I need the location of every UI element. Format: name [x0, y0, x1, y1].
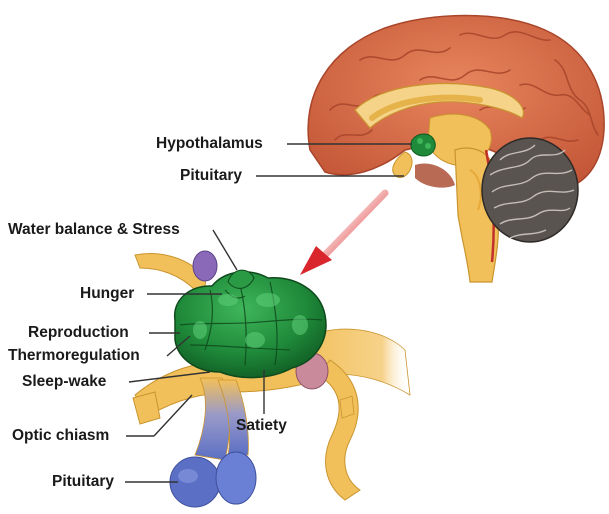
enlarged-hypothalamus	[132, 250, 411, 508]
hypothalamus-nuclei	[174, 271, 327, 379]
label-pituitary-bottom: Pituitary	[52, 473, 115, 490]
right-tract	[299, 328, 411, 396]
label-water-balance: Water balance & Stress	[8, 221, 180, 238]
leader-sleep-wake	[128, 371, 211, 383]
leader-lines	[125, 143, 412, 483]
zoom-arrow	[300, 189, 389, 275]
leader-water-balance	[212, 229, 238, 271]
hypothalamus-small	[410, 133, 436, 157]
label-sleep-wake: Sleep-wake	[22, 373, 107, 390]
optic-chiasm	[132, 391, 161, 425]
label-reproduction: Reproduction	[28, 324, 129, 341]
label-pituitary-top: Pituitary	[180, 167, 243, 184]
pituitary-posterior	[215, 451, 257, 505]
corpus-callosum	[354, 83, 524, 129]
cerebellum	[481, 137, 579, 243]
label-optic-chiasm: Optic chiasm	[12, 427, 110, 444]
leader-optic-chiasm-2	[153, 394, 193, 437]
leader-thermoregulation	[166, 335, 191, 357]
label-hypothalamus: Hypothalamus	[156, 135, 263, 152]
sagittal-brain	[307, 14, 605, 283]
left-nucleus-bulb	[192, 250, 218, 282]
label-satiety: Satiety	[236, 417, 287, 434]
pituitary-small	[392, 151, 413, 178]
brainstem-curve	[317, 359, 361, 501]
label-thermoregulation: Thermoregulation	[8, 347, 140, 364]
label-hunger: Hunger	[80, 285, 135, 302]
